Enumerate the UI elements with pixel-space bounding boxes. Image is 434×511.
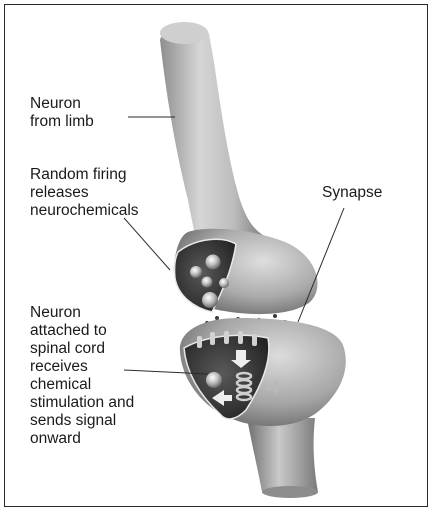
- axon-shaft: [160, 23, 274, 262]
- stem-base: [262, 486, 318, 498]
- label-line: receives: [30, 358, 134, 376]
- label-line: onward: [30, 430, 134, 448]
- lower-neuron: [180, 318, 346, 498]
- vesicle: [202, 277, 213, 288]
- label-line: sends signal: [30, 412, 134, 430]
- label-line: spinal cord: [30, 340, 134, 358]
- axon-end: [160, 22, 208, 44]
- label-line: chemical: [30, 376, 134, 394]
- label-spinal-neuron: Neuron attached to spinal cord receives …: [30, 304, 134, 448]
- label-line: stimulation and: [30, 394, 134, 412]
- label-line: attached to: [30, 322, 134, 340]
- dendrite-stem: [247, 418, 318, 492]
- label-line: releases: [30, 184, 139, 202]
- label-neuron-from-limb: Neuron from limb: [30, 95, 94, 131]
- label-line: Neuron: [30, 95, 94, 113]
- vesicle: [202, 292, 218, 308]
- label-synapse: Synapse: [322, 184, 382, 202]
- label-line: neurochemicals: [30, 202, 139, 220]
- label-line: Random firing: [30, 166, 139, 184]
- label-line: from limb: [30, 113, 94, 131]
- label-line: Neuron: [30, 304, 134, 322]
- vesicle: [190, 266, 202, 278]
- vesicle: [206, 255, 221, 270]
- label-random-firing: Random firing releases neurochemicals: [30, 166, 139, 220]
- leader-random-firing: [124, 218, 170, 270]
- upper-neuron: [160, 22, 318, 314]
- vesicle: [219, 278, 229, 288]
- ion-sphere: [206, 372, 222, 388]
